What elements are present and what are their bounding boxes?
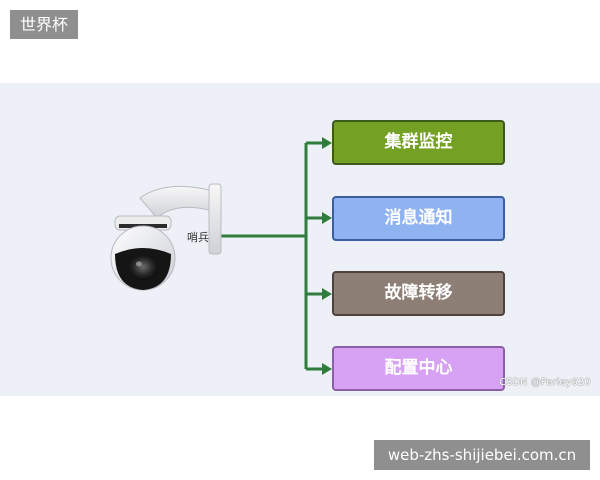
arrowheads xyxy=(322,137,332,375)
node-config-center: 配置中心 xyxy=(332,346,505,391)
node-notification: 消息通知 xyxy=(332,196,505,241)
watermark: CSDN @Perley620 xyxy=(499,377,591,388)
node-cluster-monitoring: 集群监控 xyxy=(332,120,505,165)
security-camera-icon xyxy=(110,183,222,291)
camera-label: 哨兵 xyxy=(187,231,209,244)
top-tag: 世界杯 xyxy=(10,10,78,39)
bottom-tag: web-zhs-shijiebei.com.cn xyxy=(374,440,590,470)
node-failover: 故障转移 xyxy=(332,271,505,316)
